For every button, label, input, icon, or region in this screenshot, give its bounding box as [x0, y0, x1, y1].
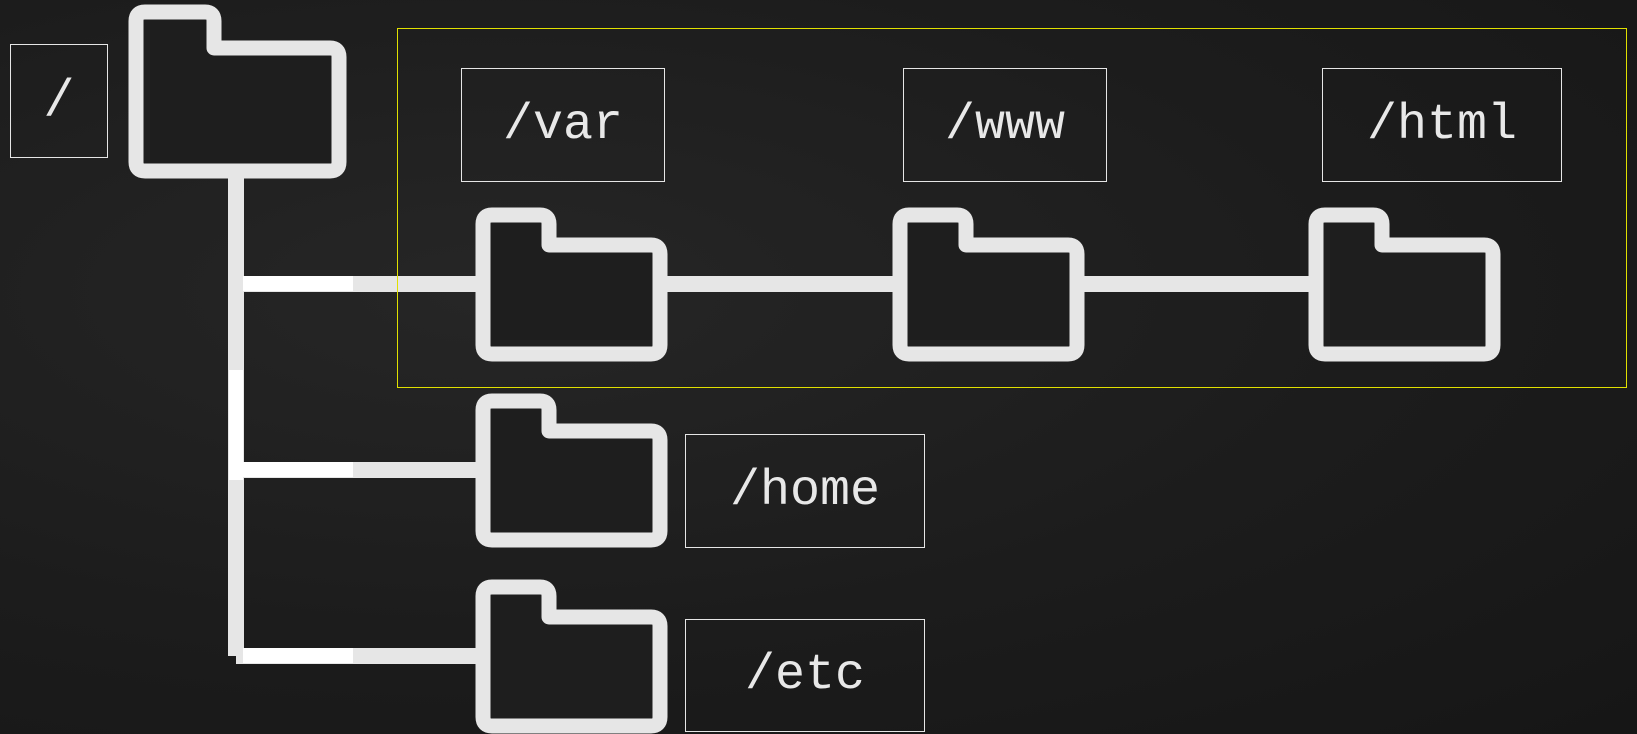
folder-icon	[475, 579, 668, 734]
www-label: /www	[903, 68, 1107, 182]
home-label: /home	[685, 434, 925, 548]
etc-label: /etc	[685, 619, 925, 732]
var-label: /var	[461, 68, 665, 182]
highlighted-path-box	[397, 28, 1627, 388]
folder-icon	[475, 207, 668, 362]
folder-icon	[475, 393, 668, 548]
folder-icon	[892, 207, 1085, 362]
folder-icon	[128, 4, 347, 179]
folder-icon	[1308, 207, 1501, 362]
html-label: /html	[1322, 68, 1562, 182]
root-label: /	[10, 44, 108, 158]
